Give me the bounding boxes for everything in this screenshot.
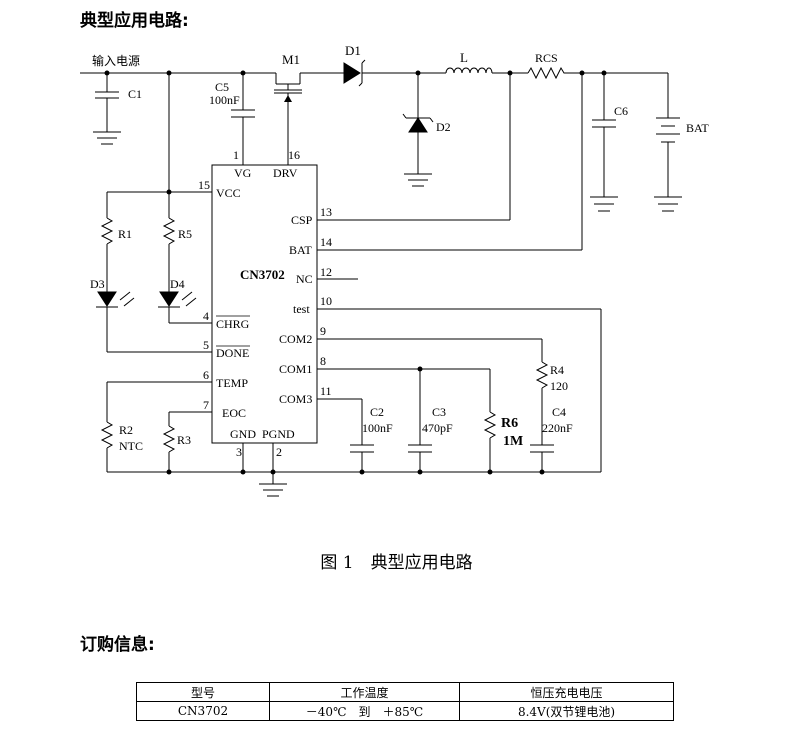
pin-eoc-num: 7 [203,398,209,412]
d3-label: D3 [90,277,105,291]
pin-vg: VG [234,166,252,180]
table-row: CN3702 －40℃ 到 ＋85℃ 8.4V(双节锂电池) [136,701,674,721]
pin-done: DONE [216,346,249,360]
c3-value: 470pF [422,421,453,435]
pin-com1: COM1 [279,362,312,376]
table-header-row: 型号 工作温度 恒压充电电压 [136,682,674,702]
d1-label: D1 [345,43,361,58]
r3-label: R3 [177,433,191,447]
header-temperature: 工作温度 [269,682,460,702]
rcs-label: RCS [535,51,558,65]
pin-gnd-num: 3 [236,445,242,459]
c1-label: C1 [128,87,142,101]
pin-com2-num: 9 [320,324,326,338]
pin-chrg-num: 4 [203,309,209,323]
m1-label: M1 [282,52,300,67]
pin-pgnd-num: 2 [276,445,282,459]
r1-label: R1 [118,227,132,241]
pin-bat-num: 14 [320,235,332,249]
cell-voltage: 8.4V(双节锂电池) [459,701,674,721]
cell-temperature: －40℃ 到 ＋85℃ [269,701,460,721]
section-title: 典型应用电路: [80,11,189,31]
pin-com2: COM2 [279,332,312,346]
r5-label: R5 [178,227,192,241]
pin-nc: NC [296,272,313,286]
figure-caption: 图 1 典型应用电路 [320,553,473,573]
pin-done-num: 5 [203,338,209,352]
c6-label: C6 [614,104,628,118]
pin-temp: TEMP [216,376,248,390]
r6-value: 1M [503,434,523,449]
c2-label: C2 [370,405,384,419]
pin-pgnd: PGND [262,427,295,441]
chip-name: CN3702 [240,267,285,282]
pin-vcc-num: 15 [198,178,210,192]
r2-label: R2 [119,423,133,437]
c5-value: 100nF [209,93,240,107]
pin-chrg: CHRG [216,317,250,331]
pin-eoc: EOC [222,406,246,420]
order-table: 型号 工作温度 恒压充电电压 CN3702 －40℃ 到 ＋85℃ 8.4V(双… [136,682,674,721]
pin-test: test [293,302,310,316]
pin-com3-num: 11 [320,384,332,398]
pin-com1-num: 8 [320,354,326,368]
c4-value: 220nF [542,421,573,435]
pin-com3: COM3 [279,392,312,406]
input-power-label: 输入电源 [92,53,140,68]
pin-vg-num: 1 [233,148,239,162]
d2-label: D2 [436,120,451,134]
header-model: 型号 [136,682,270,702]
pin-gnd: GND [230,427,256,441]
d4-label: D4 [170,277,185,291]
r2-value: NTC [119,439,143,453]
header-voltage: 恒压充电电压 [459,682,674,702]
bat-label: BAT [686,121,709,135]
pin-vcc: VCC [216,186,241,200]
pin-csp: CSP [291,213,313,227]
r6-label: R6 [501,416,518,431]
c3-label: C3 [432,405,446,419]
cell-model: CN3702 [136,701,270,721]
circuit-diagram: 输入电源 C1 C5 100nF M1 D1 L RCS D2 C6 BAT R… [80,43,709,497]
pin-drv: DRV [273,166,298,180]
r4-value: 120 [550,379,568,393]
pin-bat: BAT [289,243,312,257]
pin-drv-num: 16 [288,148,300,162]
c5-label: C5 [215,80,229,94]
pin-temp-num: 6 [203,368,209,382]
pin-nc-num: 12 [320,265,332,279]
c4-label: C4 [552,405,566,419]
r4-label: R4 [550,363,564,377]
order-info-title: 订购信息: [80,635,155,655]
pin-csp-num: 13 [320,205,332,219]
c2-value: 100nF [362,421,393,435]
l-label: L [460,50,468,65]
pin-test-num: 10 [320,294,332,308]
